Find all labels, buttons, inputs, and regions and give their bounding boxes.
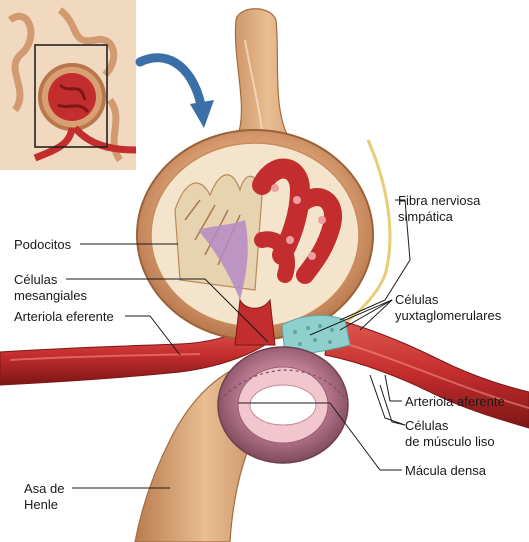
sympathetic-nerve-fiber bbox=[329, 139, 392, 337]
leader-musculo-liso-1 bbox=[369, 374, 406, 426]
leader-arteriola-eferente bbox=[125, 315, 181, 356]
label-fibra-nerviosa-line1: Fibra nerviosa bbox=[398, 193, 481, 208]
glomerulus bbox=[136, 129, 374, 346]
inset-focus-box bbox=[34, 44, 108, 148]
label-celulas-musculo-line1: Células bbox=[405, 418, 449, 433]
label-celulas-yuxta-line1: Células bbox=[395, 292, 439, 307]
label-celulas-musculo-line2: de músculo liso bbox=[405, 434, 495, 449]
zoom-arrow bbox=[135, 53, 214, 128]
leader-musculo-liso-2 bbox=[379, 384, 406, 426]
capillary-loops bbox=[252, 158, 343, 284]
inset-thumbnail bbox=[0, 0, 137, 170]
label-asa-henle-line1: Asa de bbox=[24, 481, 65, 496]
leader-mesangiales-2 bbox=[204, 278, 269, 343]
label-celulas-yuxta-line2: yuxtaglomerulares bbox=[395, 308, 502, 323]
mesangial-cells bbox=[198, 220, 248, 300]
leader-yuxta-3 bbox=[359, 299, 393, 331]
label-macula-densa: Mácula densa bbox=[405, 463, 486, 478]
leader-macula-densa-1 bbox=[329, 402, 402, 471]
leader-yuxta-2 bbox=[309, 299, 393, 336]
leader-yuxta-1 bbox=[339, 299, 393, 331]
macula-densa-tube bbox=[217, 346, 349, 464]
label-asa-henle-line2: Henle bbox=[24, 497, 58, 512]
label-podocitos: Podocitos bbox=[14, 237, 72, 252]
label-fibra-nerviosa-line2: simpática bbox=[398, 209, 453, 224]
leader-lines bbox=[66, 199, 411, 489]
label-celulas-mesangiales-line1: Células bbox=[14, 272, 58, 287]
label-arteriola-eferente: Arteriola eferente bbox=[14, 309, 114, 324]
leader-arteriola-aferente bbox=[384, 374, 402, 402]
leader-fibra-nerviosa bbox=[339, 199, 411, 321]
label-celulas-mesangiales-line2: mesangiales bbox=[14, 288, 87, 303]
label-arteriola-aferente: Arteriola aferente bbox=[405, 394, 505, 409]
